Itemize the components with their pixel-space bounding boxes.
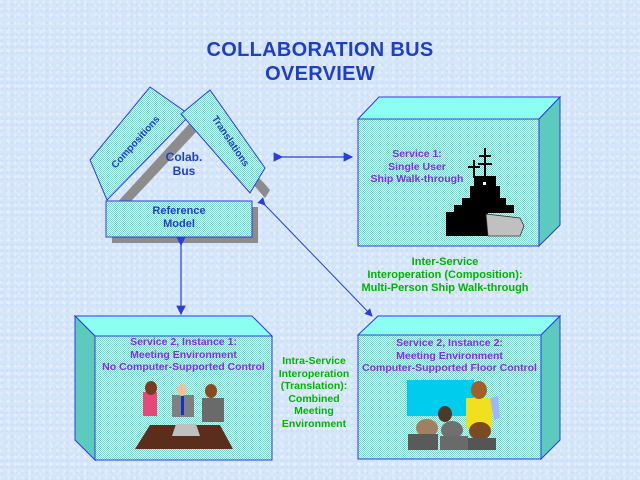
compositions-bar-shadow: [113, 124, 196, 214]
presenter-audience-icon: [407, 380, 500, 450]
s2i1-label: Service 2, Instance 1: Meeting Environme…: [95, 336, 272, 374]
s2i2-line1: Service 2, Instance 2:: [396, 337, 503, 349]
reference-model-box[interactable]: [105, 200, 253, 238]
translations-bar[interactable]: [180, 89, 266, 194]
colab-bus-label-line1: Colab.: [165, 150, 203, 164]
s2i2-box-side: [540, 314, 561, 461]
s2i2-line3: Computer-Supported Floor Control: [362, 362, 537, 374]
service1-line1: Service 1:: [392, 148, 442, 160]
intra-service-line3: (Translation):: [280, 380, 348, 392]
page-title: COLLABORATION BUS: [206, 39, 434, 61]
inter-service-line3: Multi-Person Ship Walk-through: [361, 282, 529, 294]
service1-label: Service 1: Single User Ship Walk-through: [362, 148, 472, 186]
s2i2-line2: Meeting Environment: [396, 349, 503, 362]
service1-line3: Ship Walk-through: [370, 173, 464, 185]
s2i1-box-side: [74, 314, 96, 462]
page-subtitle: OVERVIEW: [265, 63, 375, 85]
service1-box-side: [538, 95, 561, 248]
s2i1-box-top: [73, 315, 274, 337]
reference-model-line1: Reference: [152, 205, 206, 217]
intra-service-line6: Environment: [281, 417, 347, 430]
inter-service-annotation: Inter-Service Interoperation (Compositio…: [340, 256, 550, 295]
s2i1-line1: Service 2, Instance 1:: [130, 336, 237, 348]
intra-service-line2: Interoperation: [278, 367, 350, 380]
s2i2-box-top: [356, 315, 562, 336]
inter-service-line2: Interoperation (Composition):: [367, 269, 523, 281]
reference-model-label: Reference Model: [106, 205, 252, 231]
meeting-table-icon: [135, 381, 233, 449]
s2i1-line2: Meeting Environment: [130, 348, 237, 361]
service1-box-top: [356, 96, 562, 120]
intra-service-line1: Intra-Service: [282, 355, 346, 367]
service1-line2: Single User: [388, 160, 446, 173]
inter-service-line1: Inter-Service: [411, 256, 479, 268]
intra-service-line4: Combined: [288, 392, 340, 405]
intra-service-annotation: Intra-Service Interoperation (Translatio…: [272, 355, 356, 430]
colab-bus-label: Colab. Bus: [150, 150, 218, 178]
intra-service-line5: Meeting: [294, 405, 334, 417]
colab-bus-label-line2: Bus: [172, 164, 196, 178]
s2i2-label: Service 2, Instance 2: Meeting Environme…: [358, 337, 541, 375]
arrow-bus-service2i2: [257, 197, 373, 317]
colab-bus-triangle: [89, 86, 270, 243]
s2i1-line3: No Computer-Supported Control: [102, 361, 265, 373]
reference-model-line2: Model: [163, 218, 195, 230]
battleship-icon: [446, 148, 525, 237]
